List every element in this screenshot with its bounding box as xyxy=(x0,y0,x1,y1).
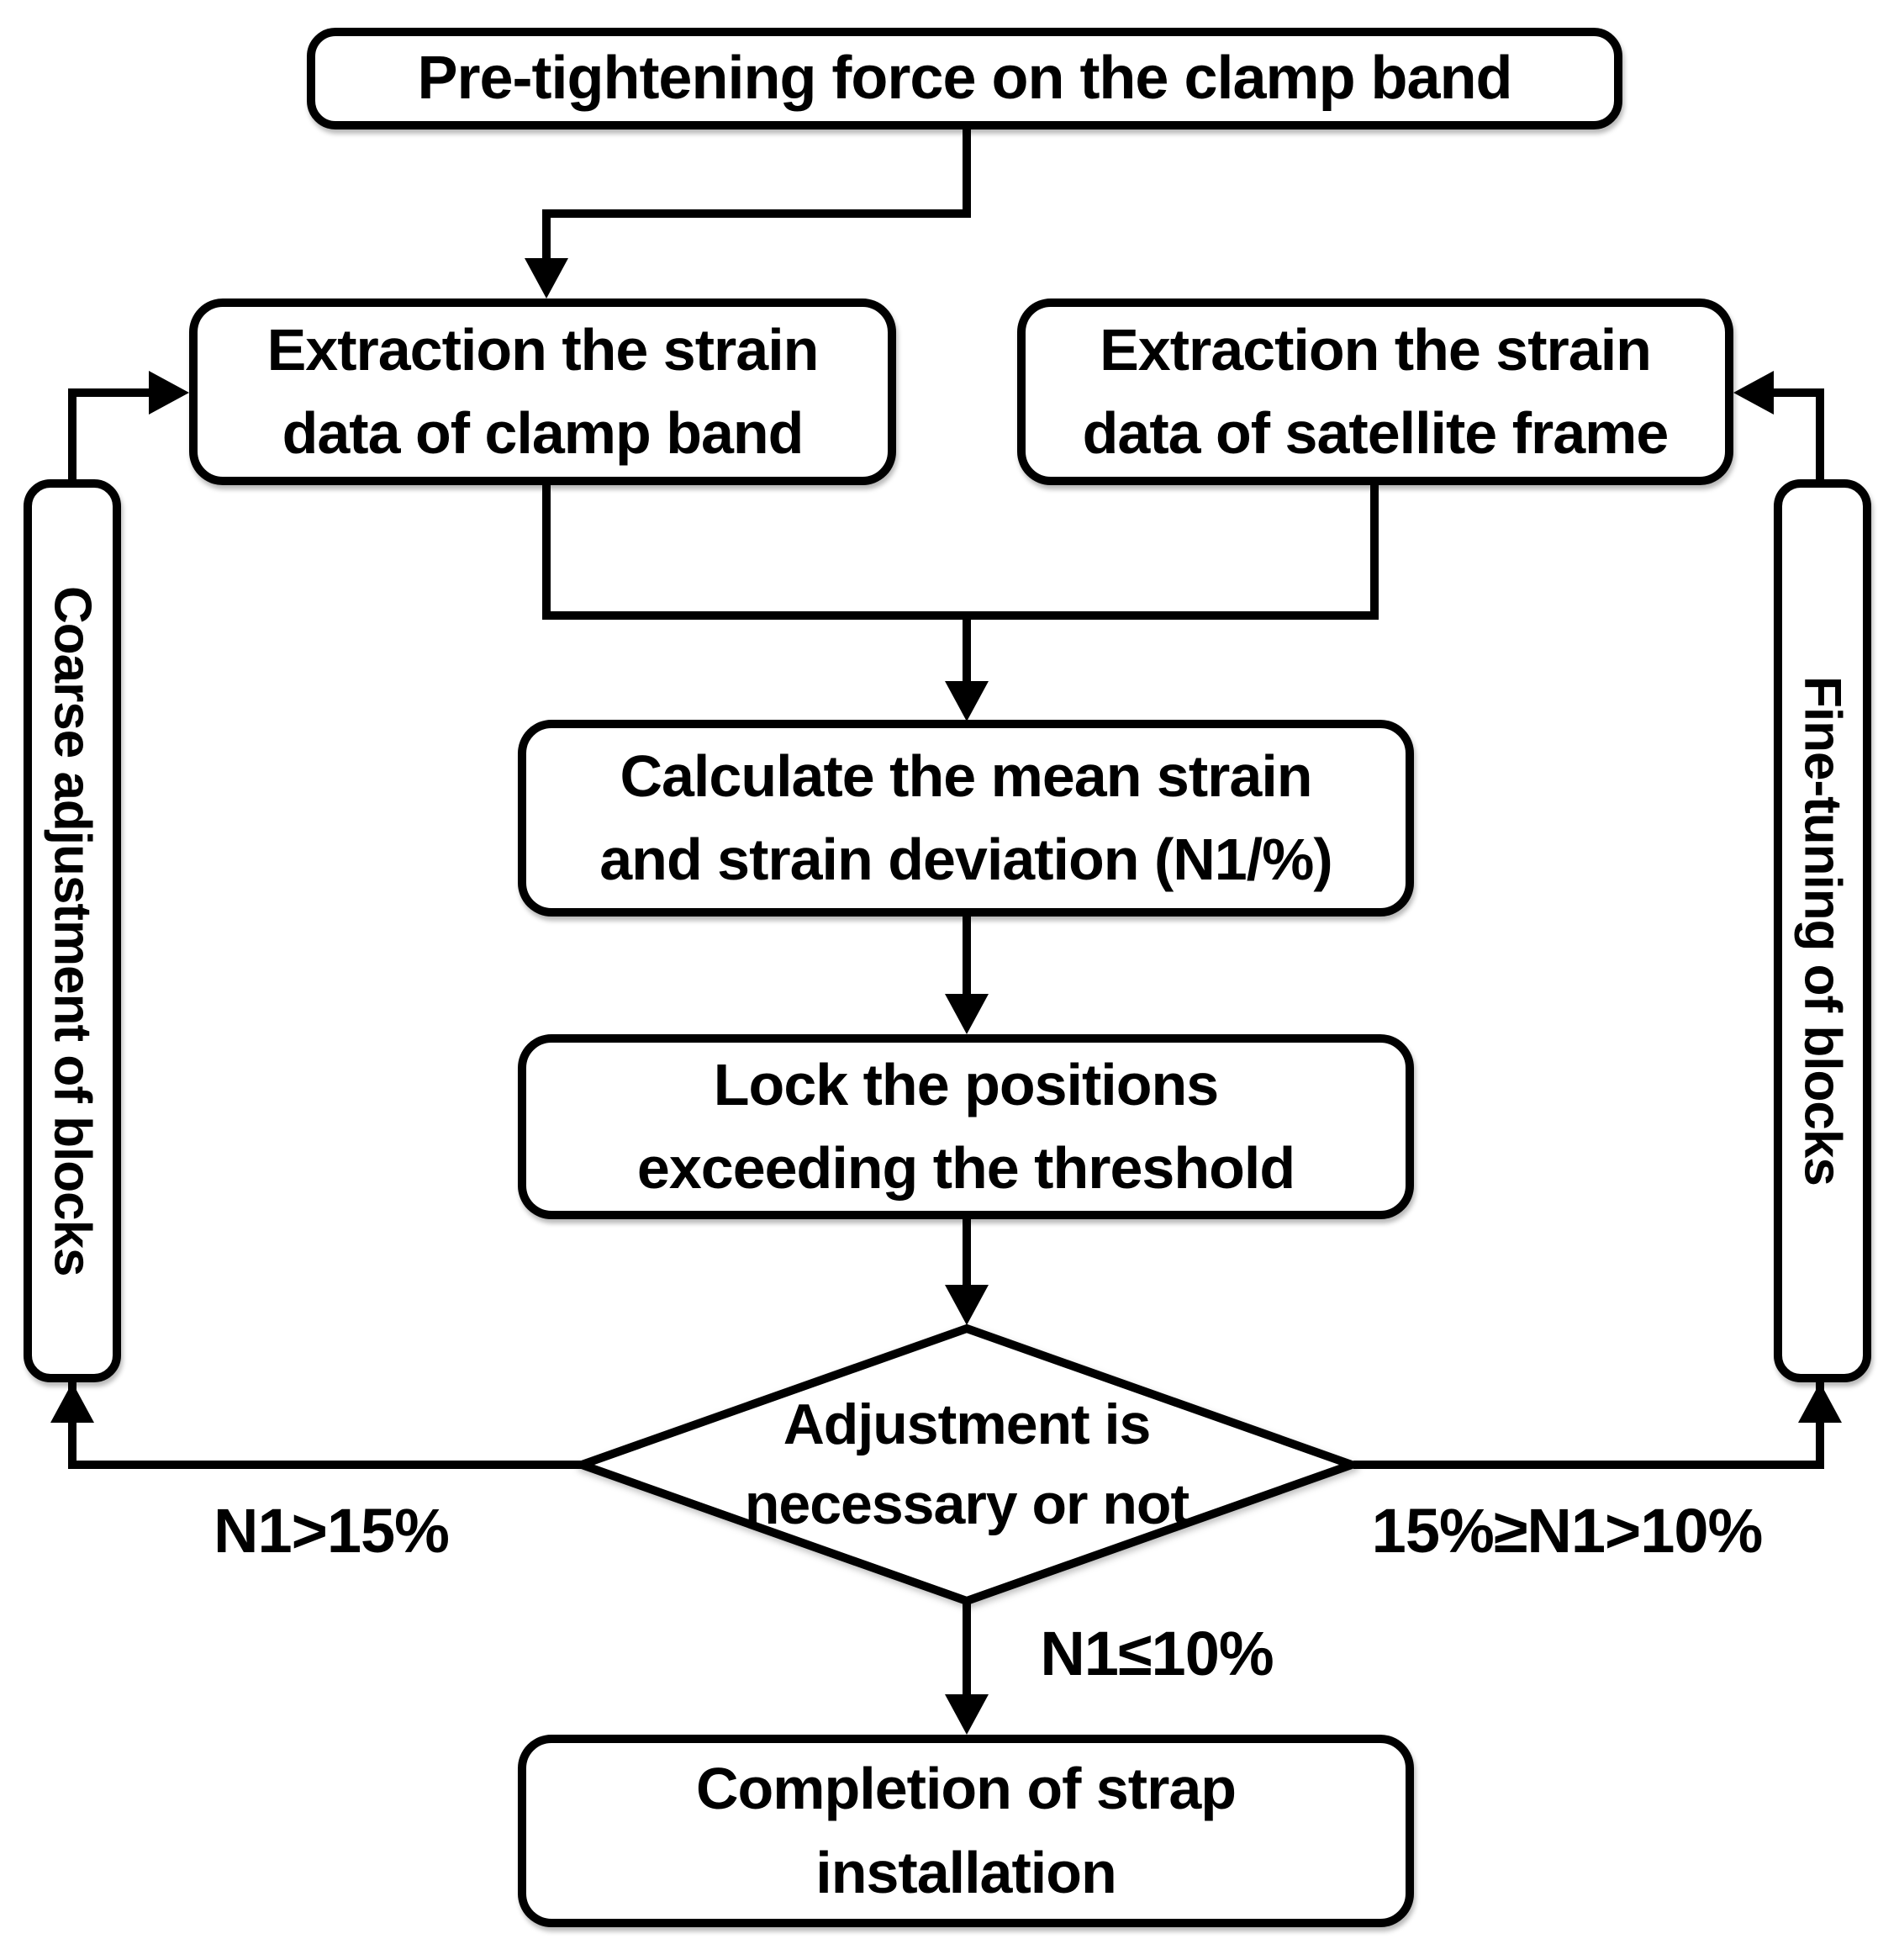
edge-merge-to-calculate xyxy=(963,615,971,683)
node-pretightening-force: Pre-tightening force on the clamp band xyxy=(307,28,1622,129)
node-coarse-adjustment-bar: Coarse adjustment of blocks xyxy=(24,479,121,1382)
node-completion-strap-installation: Completion of strap installation xyxy=(518,1735,1414,1927)
edge-fine-top-v xyxy=(1816,393,1824,482)
node-extract-clamp-line1: Extraction the strain xyxy=(266,316,820,383)
edge-coarse-top-v xyxy=(68,393,76,482)
node-extract-frame-line2: data of satellite frame xyxy=(1082,400,1670,466)
edge-label-n1-gt-15: N1>15% xyxy=(214,1496,450,1566)
node-calculate-line1: Calculate the mean strain xyxy=(620,742,1312,809)
node-completion-line2: installation xyxy=(815,1839,1116,1905)
edge-coarse-bottom-v xyxy=(68,1381,76,1465)
edge-top-to-extract-h xyxy=(542,209,971,218)
node-completion-line1: Completion of strap xyxy=(695,1756,1237,1822)
node-extract-strain-clamp-band: Extraction the strain data of clamp band xyxy=(189,298,896,485)
arrowhead-into-extract-clamp-top xyxy=(525,258,568,298)
node-fine-tuning-bar: Fine-tuning of blocks xyxy=(1774,479,1871,1382)
decision-diamond-shape xyxy=(577,1323,1357,1606)
node-pretightening-force-text: Pre-tightening force on the clamp band xyxy=(417,45,1512,113)
node-decision-adjustment: Adjustment is necessary or not xyxy=(577,1323,1357,1606)
arrowhead-into-fine-bar xyxy=(1798,1382,1842,1423)
node-coarse-adjustment-text: Coarse adjustment of blocks xyxy=(43,585,102,1276)
arrowhead-into-extract-clamp-side xyxy=(149,371,189,415)
edge-lock-to-decision xyxy=(963,1218,971,1287)
edge-merge-horizontal xyxy=(542,611,1379,620)
node-extract-strain-satellite-frame: Extraction the strain data of satellite … xyxy=(1017,298,1733,485)
edge-decision-to-coarse-h xyxy=(68,1461,583,1469)
arrowhead-into-coarse-bar xyxy=(50,1382,94,1423)
edge-label-n1-le-10: N1≤10% xyxy=(1040,1619,1274,1688)
node-decision-line1: Adjustment is xyxy=(783,1392,1152,1456)
node-fine-tuning-text: Fine-tuning of blocks xyxy=(1793,676,1852,1186)
arrowhead-into-lock xyxy=(945,994,989,1034)
arrowhead-into-calculate xyxy=(945,681,989,721)
edge-extract-clamp-stub xyxy=(542,484,551,615)
node-lock-line1: Lock the positions xyxy=(713,1051,1219,1117)
edge-top-to-extract-v2 xyxy=(542,214,551,264)
node-calculate-line2: and strain deviation (N1/%) xyxy=(599,827,1332,892)
edge-calculate-to-lock xyxy=(963,914,971,996)
edge-fine-to-extract-h xyxy=(1774,388,1824,397)
edge-fine-bottom-v xyxy=(1816,1381,1824,1465)
edge-decision-to-fine-h xyxy=(1353,1461,1824,1469)
edge-extract-frame-stub xyxy=(1370,484,1379,615)
node-calculate-mean-strain: Calculate the mean strain and strain dev… xyxy=(518,720,1414,917)
node-lock-line2: exceeding the threshold xyxy=(636,1135,1295,1201)
edge-top-to-extract-v1 xyxy=(963,129,971,214)
arrowhead-into-decision xyxy=(945,1285,989,1325)
node-lock-positions: Lock the positions exceeding the thresho… xyxy=(518,1034,1414,1219)
node-extract-frame-line1: Extraction the strain xyxy=(1100,316,1652,383)
node-extract-clamp-line2: data of clamp band xyxy=(282,400,804,466)
edge-label-15-ge-n1-gt-10: 15%≥N1>10% xyxy=(1371,1496,1764,1566)
arrowhead-into-extract-frame-side xyxy=(1733,371,1774,415)
arrowhead-into-completion xyxy=(945,1694,989,1735)
edge-decision-to-completion xyxy=(963,1599,971,1696)
edge-coarse-to-extract-h xyxy=(68,388,157,397)
node-decision-line2: necessary or not xyxy=(744,1472,1190,1536)
